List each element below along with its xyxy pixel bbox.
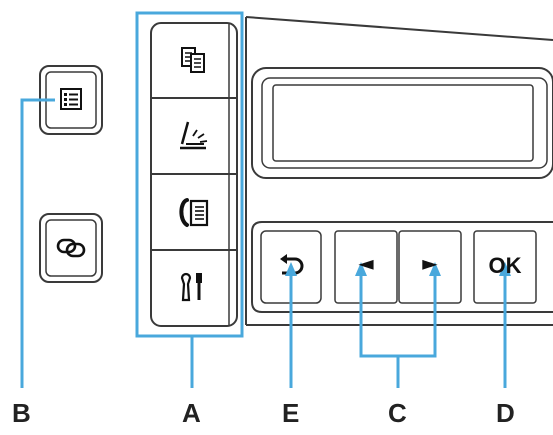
lcd-screen (251, 67, 553, 179)
panel-top-edge (245, 16, 553, 41)
menu-icon (60, 88, 82, 110)
setup-tools-icon[interactable] (180, 272, 202, 302)
label-b: B (12, 398, 31, 428)
wireless-connect-button[interactable] (39, 213, 103, 283)
label-e: E (282, 398, 300, 428)
left-arrow-glyph: ◄ (358, 251, 374, 275)
callout-arrowhead-d (499, 262, 511, 276)
callout-arrowhead-e (285, 262, 297, 276)
right-arrow-glyph: ► (422, 251, 438, 275)
ok-button-label: OK (488, 253, 522, 278)
label-c: C (388, 398, 407, 428)
callout-arrowhead-c-left (355, 262, 367, 276)
fax-icon[interactable] (179, 198, 209, 227)
left-arrow-button[interactable] (334, 230, 398, 304)
wireless-connect-icon (56, 238, 86, 258)
right-arrow-button[interactable] (398, 230, 462, 304)
label-d: D (496, 398, 515, 428)
callout-box-a (135, 11, 244, 338)
function-button-column (150, 22, 238, 327)
callout-line-b (20, 98, 55, 388)
label-a: A (182, 398, 201, 428)
scan-icon[interactable] (180, 121, 208, 150)
callout-arrowhead-c-right (429, 262, 441, 276)
back-arrow-icon (280, 254, 304, 275)
copy-icon[interactable] (181, 47, 205, 73)
